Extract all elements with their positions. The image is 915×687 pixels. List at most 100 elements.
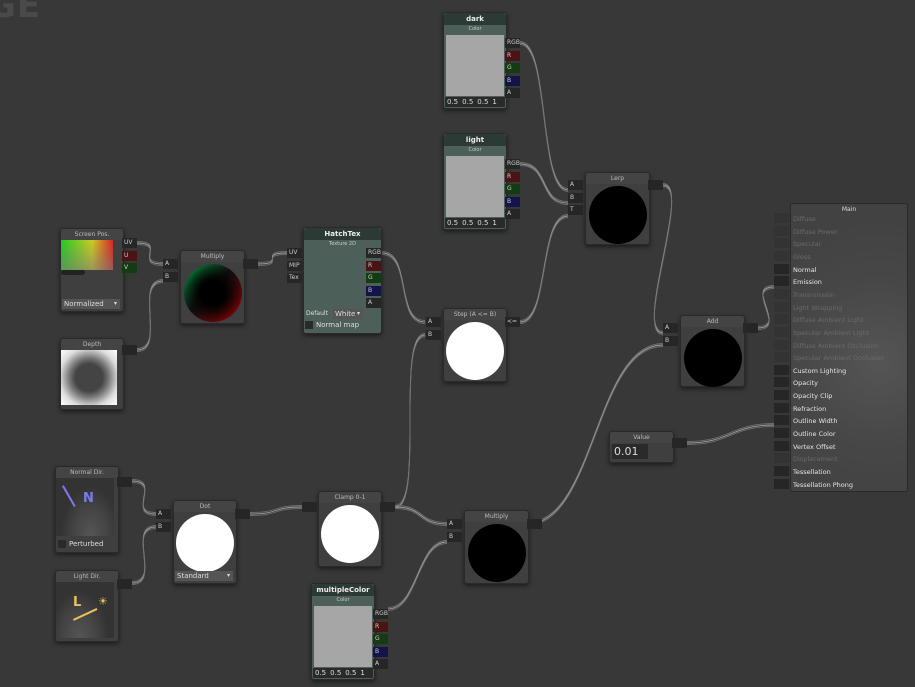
output-port[interactable]: A xyxy=(505,88,520,99)
input-port[interactable]: B xyxy=(663,335,678,346)
output-port[interactable] xyxy=(672,438,687,448)
color-value[interactable]: 0.5 xyxy=(345,669,357,677)
color-value[interactable]: 0.5 xyxy=(447,98,459,106)
main-input-slot[interactable] xyxy=(774,390,789,401)
value-field[interactable]: 0.01 xyxy=(612,444,648,459)
output-port[interactable] xyxy=(235,509,250,519)
input-port[interactable]: A xyxy=(163,259,178,269)
color-value[interactable]: 0.5 xyxy=(462,98,474,106)
main-input-slot[interactable] xyxy=(774,478,789,489)
output-port[interactable] xyxy=(648,180,663,190)
input-port[interactable]: A xyxy=(568,180,583,190)
screen-pos-node[interactable]: Screen Pos.Normalized xyxy=(60,228,124,312)
output-port[interactable]: RGB xyxy=(373,609,388,619)
output-port[interactable] xyxy=(380,502,395,512)
input-port[interactable]: Tex xyxy=(287,273,302,284)
main-input-slot[interactable] xyxy=(774,339,789,350)
input-port[interactable]: B xyxy=(156,521,171,532)
color-value[interactable]: 1 xyxy=(492,219,497,227)
main-input-slot[interactable] xyxy=(774,453,789,464)
color-value[interactable]: 1 xyxy=(360,669,365,677)
input-port[interactable]: B xyxy=(426,329,441,340)
output-port[interactable]: G xyxy=(373,634,388,645)
output-port[interactable] xyxy=(117,477,132,487)
multiply-node[interactable]: Multiply xyxy=(180,250,245,324)
add-node[interactable]: Add xyxy=(680,315,745,387)
dot-mode-dropdown[interactable]: Standard xyxy=(175,571,233,581)
main-input-slot[interactable] xyxy=(774,213,789,223)
main-input-slot[interactable] xyxy=(774,352,789,363)
perturbed-checkbox[interactable]: Perturbed xyxy=(58,540,103,548)
input-port[interactable]: B xyxy=(163,271,178,282)
output-port[interactable]: <= xyxy=(505,317,520,327)
color-value[interactable]: 0.5 xyxy=(462,219,474,227)
color-swatch[interactable] xyxy=(314,606,372,667)
main-input-slot[interactable] xyxy=(774,415,789,426)
output-port[interactable]: G xyxy=(505,184,520,195)
color-value[interactable]: 0.5 xyxy=(330,669,342,677)
output-port[interactable]: V xyxy=(122,263,137,274)
main-input-slot[interactable] xyxy=(774,440,789,451)
light-dir-node[interactable]: Light Dir.L☀ xyxy=(55,570,119,642)
main-input-slot[interactable] xyxy=(774,466,789,476)
output-port[interactable]: R xyxy=(505,50,520,61)
output-port[interactable]: B xyxy=(505,75,520,86)
color-value[interactable]: 0.5 xyxy=(477,219,489,227)
output-port[interactable]: RGB xyxy=(505,159,520,169)
input-port[interactable] xyxy=(302,502,317,512)
step-node[interactable]: Step (A <= B) xyxy=(443,308,507,382)
main-input-slot[interactable] xyxy=(774,314,789,325)
color-swatch[interactable] xyxy=(446,156,504,217)
output-port[interactable]: R xyxy=(505,171,520,182)
multiply-node-2[interactable]: Multiply xyxy=(464,510,529,584)
output-port[interactable]: R xyxy=(366,260,381,271)
screen-pos-mode-dropdown[interactable]: Normalized xyxy=(62,299,120,309)
main-input-slot[interactable] xyxy=(774,288,789,299)
input-port[interactable]: T xyxy=(568,205,583,216)
input-port[interactable]: A xyxy=(663,323,678,333)
output-port[interactable]: UV xyxy=(122,238,137,248)
color-value[interactable]: 0.5 xyxy=(315,669,327,677)
normal-map-checkbox[interactable]: Normal map xyxy=(305,321,359,329)
main-input-slot[interactable] xyxy=(774,276,789,287)
output-port[interactable] xyxy=(743,323,758,333)
output-port[interactable]: RGB xyxy=(505,38,520,48)
depth-node[interactable]: Depth xyxy=(60,338,124,410)
output-port[interactable] xyxy=(243,259,258,269)
clamp-node[interactable]: Clamp 0-1 xyxy=(318,491,382,567)
output-port[interactable]: B xyxy=(505,196,520,207)
output-port[interactable]: U xyxy=(122,250,137,261)
input-port[interactable]: MIP xyxy=(287,260,302,271)
default-dropdown[interactable]: White xyxy=(333,309,363,319)
main-input-slot[interactable] xyxy=(774,402,789,413)
color-value[interactable]: 1 xyxy=(492,98,497,106)
output-port[interactable] xyxy=(527,519,542,529)
output-port[interactable]: B xyxy=(373,646,388,657)
output-port[interactable]: A xyxy=(373,659,388,670)
main-input-slot[interactable] xyxy=(774,364,789,375)
output-port[interactable]: A xyxy=(505,209,520,220)
input-port[interactable]: B xyxy=(568,192,583,203)
output-port[interactable] xyxy=(122,345,137,355)
output-port[interactable]: G xyxy=(505,63,520,74)
input-port[interactable]: UV xyxy=(287,248,302,258)
input-port[interactable]: A xyxy=(426,317,441,327)
color-swatch[interactable] xyxy=(446,35,504,96)
main-input-slot[interactable] xyxy=(774,301,789,312)
output-port[interactable] xyxy=(117,579,132,589)
checkbox[interactable] xyxy=(58,540,66,548)
output-port[interactable]: A xyxy=(366,298,381,309)
input-port[interactable]: A xyxy=(156,509,171,519)
checkbox[interactable] xyxy=(305,321,313,329)
output-port[interactable]: R xyxy=(373,621,388,632)
main-input-slot[interactable] xyxy=(774,238,789,249)
main-input-slot[interactable] xyxy=(774,225,789,236)
color-value[interactable]: 0.5 xyxy=(477,98,489,106)
